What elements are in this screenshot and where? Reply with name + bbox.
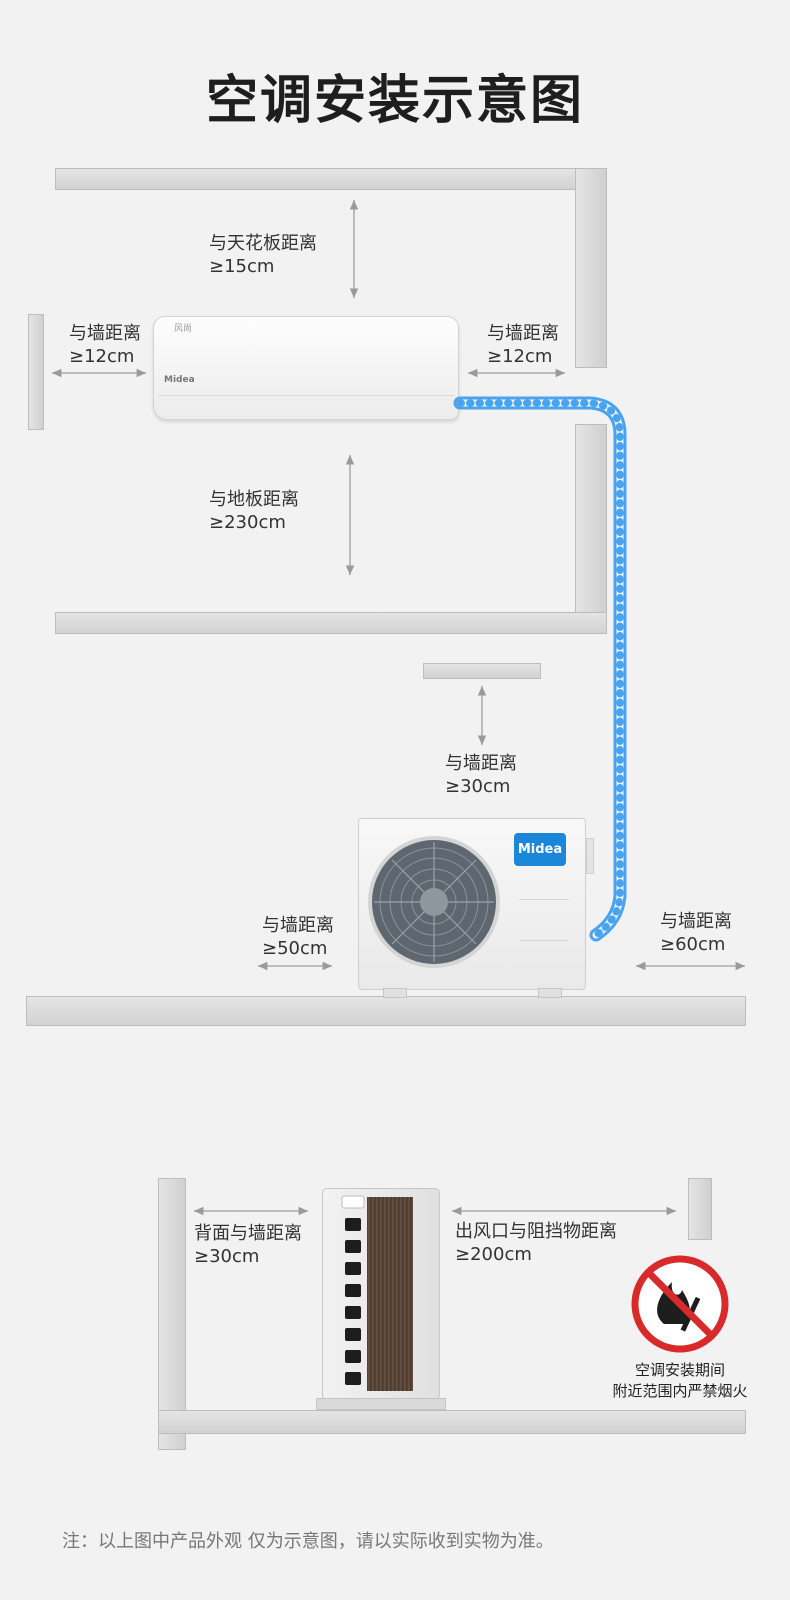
indoor-unit: 风尚 Midea	[153, 316, 459, 420]
side-back-distance-text: 背面与墙距离	[194, 1223, 302, 1244]
floor-distance-text: 与地板距离	[209, 489, 299, 510]
floor-distance-label: 与地板距离 ≥230cm	[209, 488, 299, 534]
floor-wall	[55, 612, 607, 634]
left-wall-segment	[28, 314, 44, 430]
footnote: 注：以上图中产品外观 仅为示意图，请以实际收到实物为准。	[62, 1531, 554, 1552]
warning-line-1: 空调安装期间	[634, 1361, 725, 1379]
refrigerant-pipe	[453, 396, 627, 942]
side-outlet-distance-label: 出风口与阻挡物距离 ≥200cm	[455, 1220, 617, 1266]
ceiling-distance-label: 与天花板距离 ≥15cm	[209, 232, 317, 278]
outdoor-left-distance-value: ≥50cm	[262, 938, 328, 959]
outdoor-side-vent	[519, 899, 569, 941]
side-back-wall	[158, 1178, 186, 1450]
side-outlet-distance-value: ≥200cm	[455, 1244, 532, 1265]
outdoor-left-distance-label: 与墙距离 ≥50cm	[262, 914, 334, 960]
outdoor-top-distance-label: 与墙距离 ≥30cm	[445, 752, 517, 798]
indoor-unit-brand: Midea	[164, 375, 195, 385]
condenser-coil	[367, 1197, 413, 1391]
midea-logo-text: Midea	[517, 842, 563, 857]
outdoor-right-distance-value: ≥60cm	[660, 934, 726, 955]
side-obstacle-wall	[688, 1178, 712, 1240]
outdoor-foot-left	[383, 988, 407, 998]
outdoor-right-distance-label: 与墙距离 ≥60cm	[660, 910, 732, 956]
right-wall-distance-value: ≥12cm	[487, 346, 553, 367]
outdoor-unit-side	[322, 1188, 440, 1400]
side-outlet-distance-text: 出风口与阻挡物距离	[455, 1221, 617, 1242]
outdoor-top-wall	[423, 663, 541, 679]
ceiling-distance-text: 与天花板距离	[209, 233, 317, 254]
side-ground	[158, 1410, 746, 1434]
left-wall-distance-value: ≥12cm	[69, 346, 135, 367]
outdoor-left-distance-text: 与墙距离	[262, 915, 334, 936]
outdoor-fan	[368, 836, 500, 968]
indoor-unit-series: 风尚	[174, 324, 193, 334]
room-right-wall-lower	[575, 424, 607, 634]
room-right-wall-upper	[575, 168, 607, 368]
outdoor-top-distance-text: 与墙距离	[445, 753, 517, 774]
side-unit-handle	[341, 1195, 365, 1209]
side-back-distance-value: ≥30cm	[194, 1246, 260, 1267]
indoor-unit-panel-line	[158, 395, 454, 396]
page-title: 空调安装示意图	[205, 71, 584, 131]
floor-distance-value: ≥230cm	[209, 512, 286, 533]
warning-line-2: 附近范围内严禁烟火	[612, 1382, 748, 1400]
side-unit-vents	[345, 1218, 361, 1385]
outdoor-side-cap	[586, 838, 594, 874]
outdoor-foot-right	[538, 988, 562, 998]
right-wall-distance-text: 与墙距离	[487, 323, 559, 344]
left-wall-distance-label: 与墙距离 ≥12cm	[69, 322, 141, 368]
warning-text: 空调安装期间 附近范围内严禁烟火	[606, 1360, 754, 1402]
right-wall-distance-label: 与墙距离 ≥12cm	[487, 322, 559, 368]
no-fire-icon	[631, 1255, 729, 1353]
ceiling-distance-value: ≥15cm	[209, 256, 275, 277]
left-wall-distance-text: 与墙距离	[69, 323, 141, 344]
midea-logo: Midea	[514, 833, 566, 866]
side-unit-base	[316, 1398, 446, 1410]
outdoor-right-distance-text: 与墙距离	[660, 911, 732, 932]
outdoor-top-distance-value: ≥30cm	[445, 776, 511, 797]
side-back-distance-label: 背面与墙距离 ≥30cm	[194, 1222, 302, 1268]
